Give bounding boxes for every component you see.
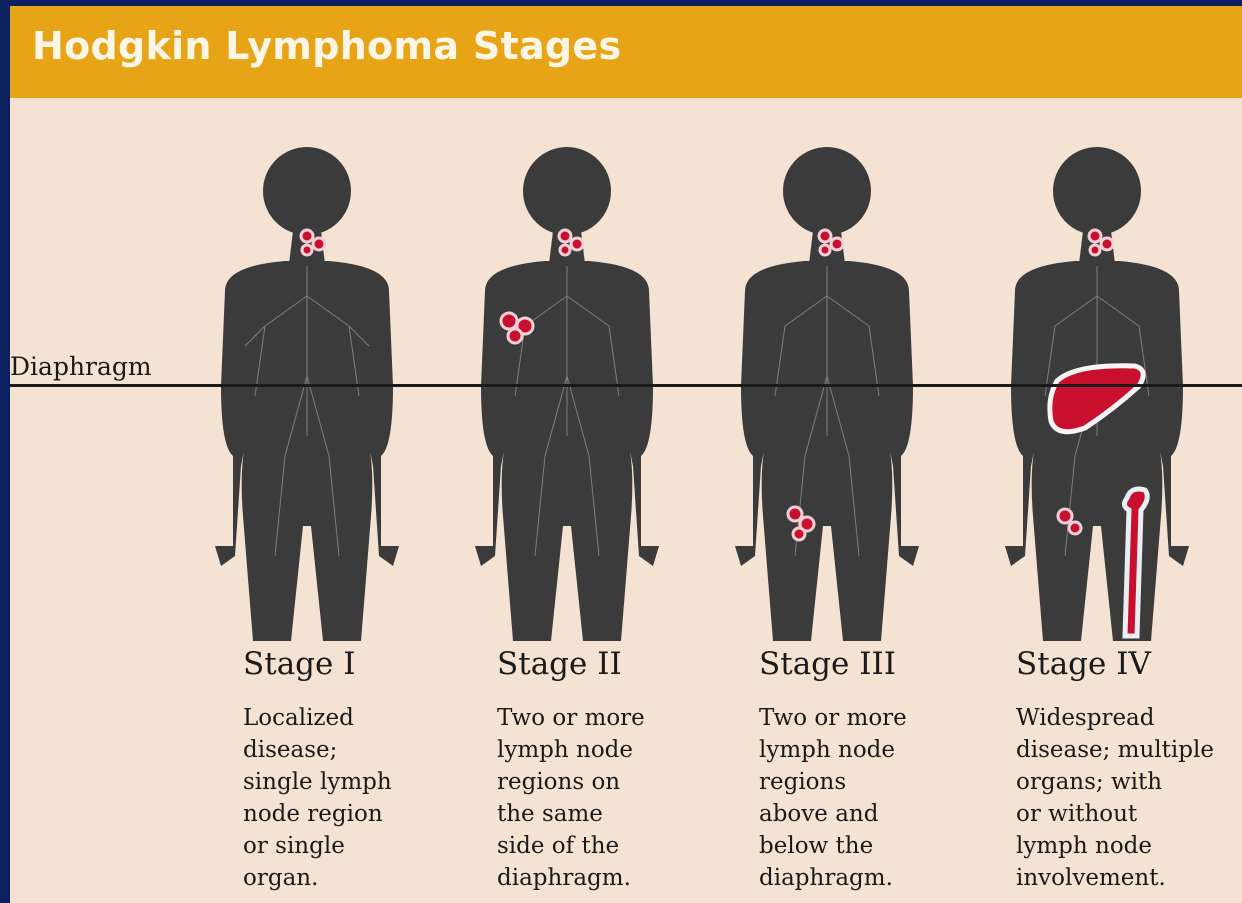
stage-2-figure [455, 136, 705, 646]
diagram-panel: Hodgkin Lymphoma Stages [10, 6, 1242, 903]
stage-3-title: Stage III [759, 646, 896, 682]
stage-3-description: Two or more lymph node regions above and… [759, 702, 907, 894]
diaphragm-label: Diaphragm [10, 352, 152, 381]
stage-2-title: Stage II [497, 646, 622, 682]
stage-1-description: Localized disease; single lymph node reg… [243, 702, 392, 894]
stage-4-description: Widespread disease; multiple organs; wit… [1016, 702, 1214, 894]
diaphragm-line [10, 384, 1242, 387]
stage-4-figure [985, 136, 1235, 646]
stage-1-figure [195, 136, 445, 646]
stage-1-title: Stage I [243, 646, 355, 682]
stage-2-description: Two or more lymph node regions on the sa… [497, 702, 645, 894]
page-title: Hodgkin Lymphoma Stages [32, 24, 621, 68]
title-bar: Hodgkin Lymphoma Stages [10, 6, 1242, 98]
stage-3-figure [715, 136, 965, 646]
stage-4-title: Stage IV [1016, 646, 1151, 682]
